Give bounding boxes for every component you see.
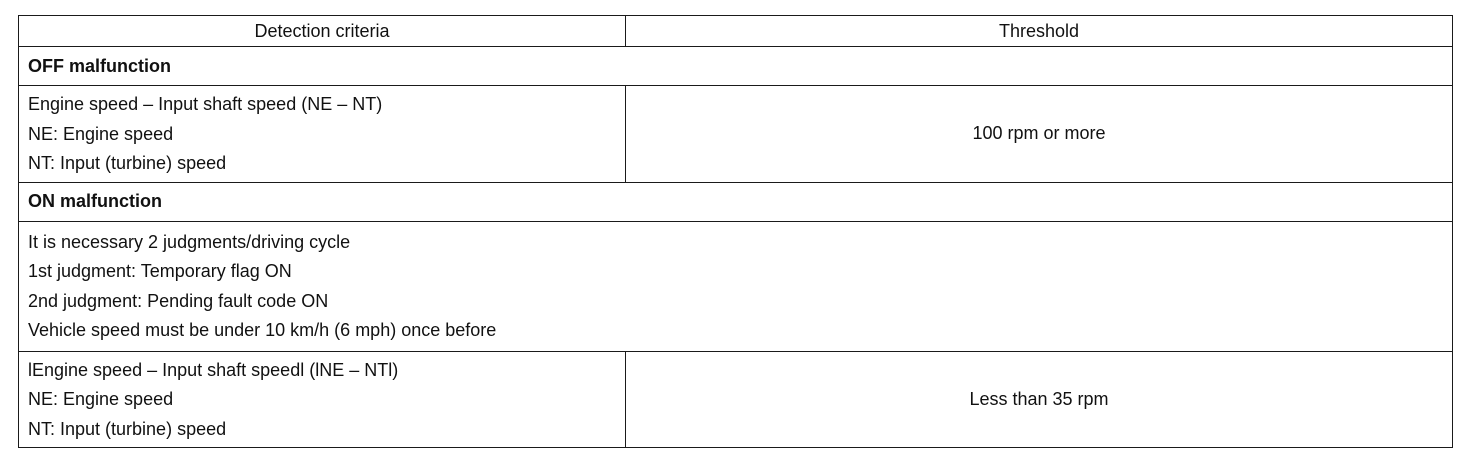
criteria-line: NT: Input (turbine) speed [28, 418, 227, 439]
note-line: 1st judgment: Temporary flag ON [28, 261, 292, 281]
note-line: 2nd judgment: Pending fault code ON [28, 290, 329, 311]
header-threshold: Threshold [625, 15, 1453, 47]
document-page: Detection criteria Threshold OFF malfunc… [18, 15, 1453, 448]
criteria-line: Engine speed – Input shaft speed (NE – N… [28, 94, 383, 114]
table-header-row: Detection criteria Threshold [18, 15, 1453, 47]
threshold-value: 100 rpm or more [625, 85, 1453, 183]
note-row: It is necessary 2 judgments/driving cycl… [18, 220, 1453, 352]
criteria-cell: Engine speed – Input shaft speed (NE – N… [18, 85, 626, 183]
table-row: Engine speed – Input shaft speed (NE – N… [18, 85, 1453, 183]
detection-criteria-table: Detection criteria Threshold OFF malfunc… [18, 15, 1453, 448]
criteria-line: NT: Input (turbine) speed [28, 153, 227, 173]
section-title: ON malfunction [18, 181, 1453, 222]
section-title: OFF malfunction [18, 46, 1453, 86]
criteria-cell: lEngine speed – Input shaft speedl (lNE … [18, 350, 626, 448]
section-row-on-malfunction: ON malfunction [18, 181, 1453, 222]
table-row: lEngine speed – Input shaft speedl (lNE … [18, 350, 1453, 448]
header-detection-criteria: Detection criteria [18, 15, 626, 47]
criteria-line: NE: Engine speed [28, 389, 174, 409]
note-line: It is necessary 2 judgments/driving cycl… [28, 231, 351, 252]
threshold-value: Less than 35 rpm [625, 350, 1453, 448]
criteria-line: NE: Engine speed [28, 123, 174, 144]
criteria-line: lEngine speed – Input shaft speedl (lNE … [28, 359, 399, 380]
note-cell: It is necessary 2 judgments/driving cycl… [18, 220, 1453, 352]
section-row-off-malfunction: OFF malfunction [18, 46, 1453, 86]
note-line: Vehicle speed must be under 10 km/h (6 m… [28, 320, 497, 340]
